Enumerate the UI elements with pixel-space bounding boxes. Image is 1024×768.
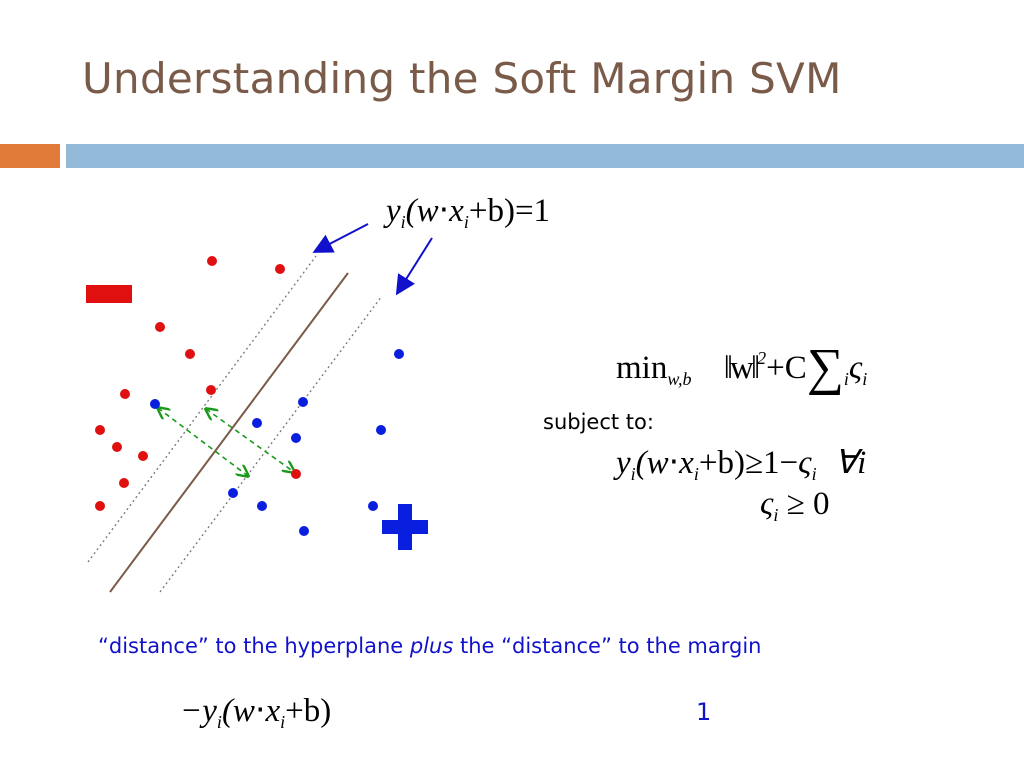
pointer-arrow-right [395, 237, 433, 296]
eq-symbol: y [386, 193, 401, 229]
negative-point [185, 349, 195, 359]
slack-arrow-lower [206, 409, 294, 472]
negative-point [95, 425, 105, 435]
eq-symbol: +b)=1 [468, 193, 551, 229]
eq-symbol: +b) [285, 693, 332, 729]
eq-symbol: (w [635, 445, 669, 481]
subject-to-label: subject to: [543, 410, 654, 434]
positive-point [257, 501, 267, 511]
negative-point [207, 256, 217, 266]
eq-subscript: i [216, 712, 222, 732]
eq-subscript: i [630, 464, 636, 484]
pointer-arrow-left [312, 223, 369, 253]
positive-point [298, 397, 308, 407]
one-label: 1 [696, 698, 712, 726]
negative-point [120, 389, 130, 399]
distance-caption: “distance” to the hyperplane plus the “d… [98, 634, 762, 658]
min-operator: min [616, 350, 668, 386]
slack-subscript: i [862, 369, 868, 389]
accent-bar-blue [66, 144, 1024, 168]
margin-equation: yi(w⋅xi+b)=1 [386, 190, 551, 232]
negative-point [119, 478, 129, 488]
positive-point [150, 399, 160, 409]
positive-point [376, 425, 386, 435]
minus-sign-icon [86, 285, 132, 303]
eq-subscript: i [400, 212, 406, 232]
eq-subscript: i [693, 464, 699, 484]
caption-text: the “distance” to the margin [453, 634, 762, 658]
positive-point [228, 488, 238, 498]
margin-line-positive [159, 295, 383, 593]
plus-sign-icon [382, 520, 428, 534]
eq-symbol: x [679, 445, 694, 481]
constraint-1: yi(w⋅xi+b)≥1−ςi∀i [616, 442, 867, 484]
forall-symbol: ∀i [834, 445, 867, 481]
accent-bar-orange [0, 144, 60, 168]
negative-margin-term: −yi(w⋅xi+b) [180, 690, 332, 732]
eq-symbol: x [265, 693, 281, 729]
plus-c: +C [766, 350, 807, 386]
eq-symbol: ≥ 0 [786, 486, 830, 522]
eq-subscript: i [280, 712, 286, 732]
eq-subscript: i [463, 212, 469, 232]
positive-point [368, 501, 378, 511]
negative-point [138, 451, 148, 461]
negative-point [206, 385, 216, 395]
negative-point [95, 501, 105, 511]
caption-emphasis: plus [409, 634, 454, 658]
positive-point [299, 526, 309, 536]
caption-text: “distance” to the hyperplane [98, 634, 410, 658]
slack-symbol: ς [798, 445, 812, 481]
slack-subscript: i [773, 505, 779, 525]
eq-symbol: +b)≥1− [698, 445, 799, 481]
slack-symbol: ς [760, 486, 774, 522]
norm-w: ‖w‖ [723, 350, 760, 386]
hyperplane-line [109, 272, 349, 593]
negative-point [275, 264, 285, 274]
dot-operator: ⋅ [438, 193, 450, 229]
eq-symbol: (w [405, 193, 439, 229]
negative-point [155, 322, 165, 332]
positive-point [291, 433, 301, 443]
dot-operator: ⋅ [254, 693, 266, 729]
sum-subscript: i [843, 369, 849, 389]
objective-formula: minw,b ‖w‖2+C∑iςi [616, 342, 868, 394]
eq-symbol: (w [221, 693, 255, 729]
positive-points [150, 349, 404, 536]
dot-operator: ⋅ [668, 445, 680, 481]
sum-icon: ∑ [806, 339, 844, 396]
positive-point [252, 418, 262, 428]
square-exponent: 2 [757, 348, 767, 368]
eq-symbol: x [449, 193, 464, 229]
slack-subscript: i [811, 464, 817, 484]
negative-points [95, 256, 301, 511]
negative-point [112, 442, 122, 452]
positive-point [394, 349, 404, 359]
constraint-2: ςi ≥ 0 [760, 486, 830, 525]
negative-point [291, 469, 301, 479]
eq-symbol: y [616, 445, 631, 481]
slide-title: Understanding the Soft Margin SVM [82, 54, 842, 103]
eq-symbol: −y [180, 693, 217, 729]
min-subscript: w,b [667, 369, 692, 389]
slack-symbol: ς [848, 350, 863, 386]
